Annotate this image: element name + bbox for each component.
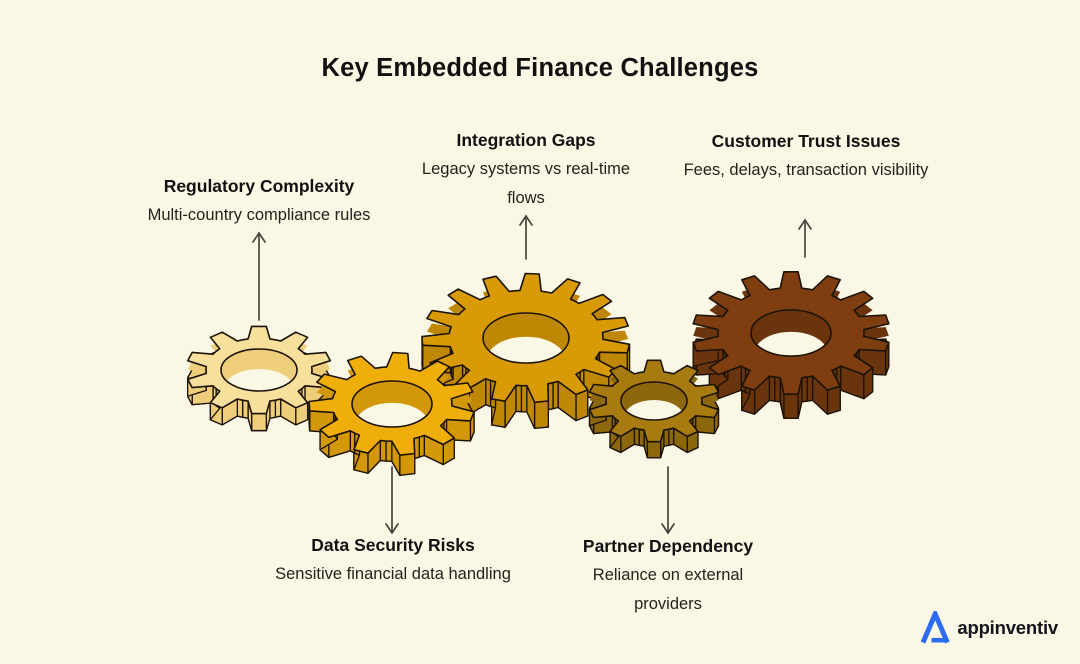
challenge-label-data-security-risks: Data Security Risks Sensitive financial … [238,531,548,589]
gear-4-partner-dependency [588,359,720,459]
challenge-label-customer-trust-issues: Customer Trust Issues Fees, delays, tran… [681,127,931,185]
challenge-label-partner-dependency: Partner Dependency Reliance on external … [563,532,773,618]
challenge-label-regulatory-complexity: Regulatory Complexity Multi-country comp… [109,172,409,230]
challenge-title: Regulatory Complexity [163,176,355,196]
challenge-description: Fees, delays, transaction visibility [683,161,929,179]
gear-1-regulatory-complexity [186,325,332,432]
challenge-title: Customer Trust Issues [711,131,901,151]
challenge-description: Sensitive financial data handling [275,565,511,583]
gear-2-data-security-risks [308,351,475,476]
challenge-description: Reliance on external providers [592,566,744,613]
challenge-title: Partner Dependency [582,536,754,556]
arrow-to-regulatory-complexity [252,231,266,321]
challenge-label-integration-gaps: Integration Gaps Legacy systems vs real-… [416,126,636,212]
challenge-description: Multi-country compliance rules [147,206,371,224]
arrow-to-partner-dependency [661,466,675,535]
arrow-to-data-security-risks [385,466,399,535]
appinventiv-logo-icon [921,611,951,644]
challenge-description: Legacy systems vs real-time flows [421,160,631,207]
appinventiv-logo: appinventiv [920,611,1058,644]
challenge-title: Integration Gaps [456,130,596,150]
appinventiv-logo-text: appinventiv [957,616,1058,638]
gear-5-customer-trust-issues [692,271,890,419]
page-title: Key Embedded Finance Challenges [321,54,759,82]
arrow-to-integration-gaps [519,214,533,260]
challenge-title: Data Security Risks [311,535,475,555]
arrow-to-customer-trust-issues [798,218,812,258]
